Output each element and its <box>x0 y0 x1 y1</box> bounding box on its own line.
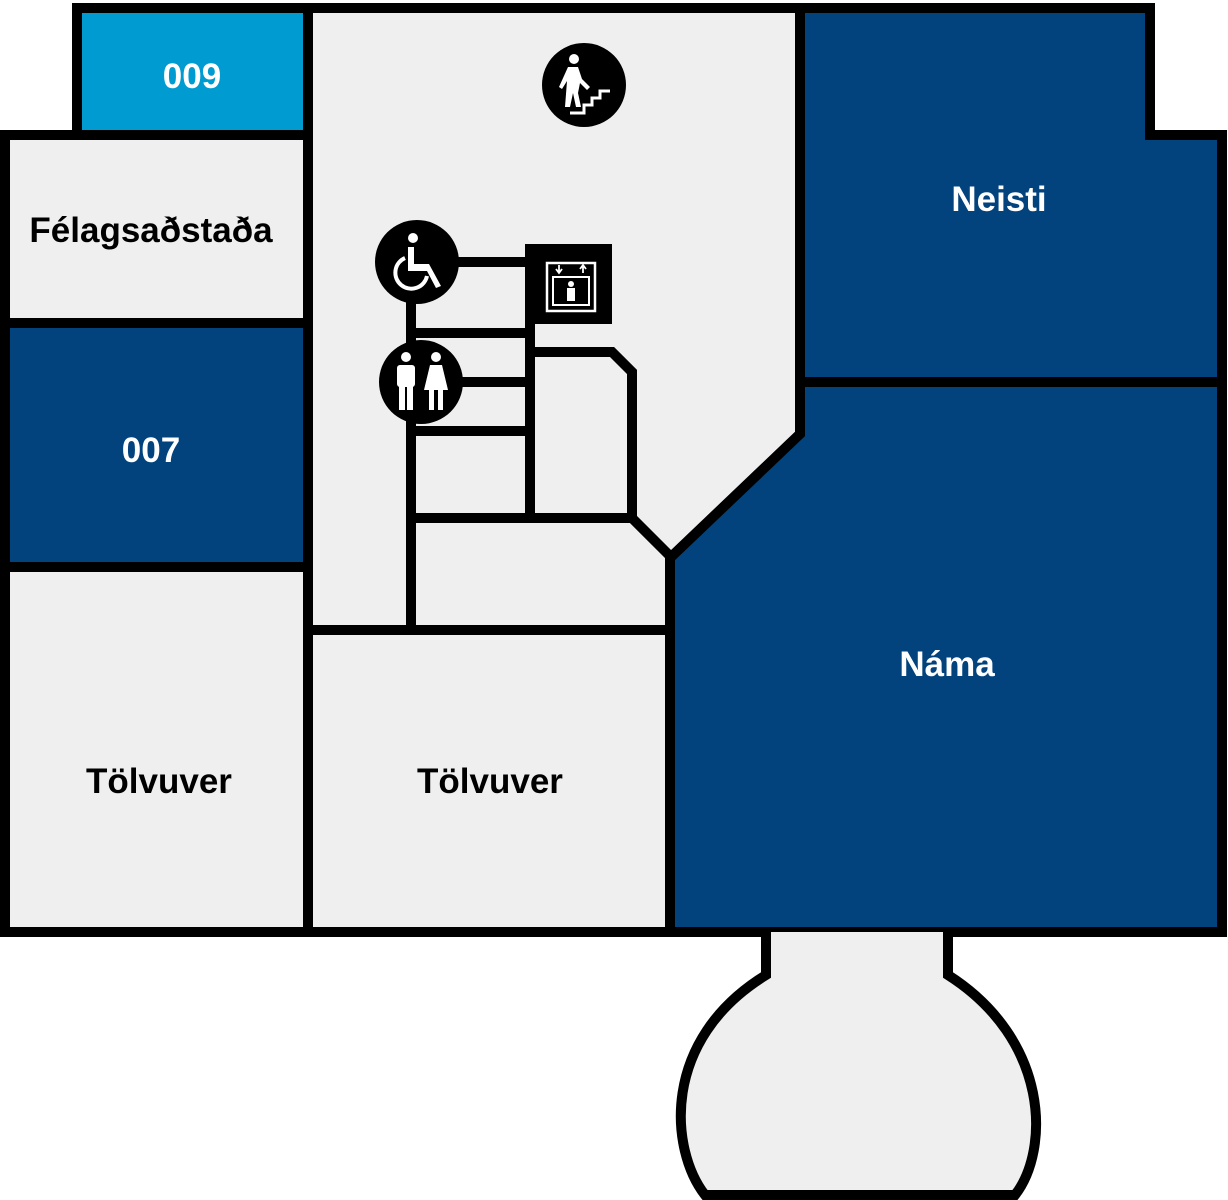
room-label-nama: Náma <box>899 645 995 684</box>
room-label-neisti: Neisti <box>951 180 1046 219</box>
room-label-tolvuver-left: Tölvuver <box>86 762 232 801</box>
room-tolvuver-middle[interactable] <box>303 625 675 937</box>
room-009[interactable] <box>72 3 313 140</box>
elevator-icon[interactable] <box>545 261 597 313</box>
room-tolvuver-left[interactable] <box>0 562 313 937</box>
room-label-009: 009 <box>163 57 221 96</box>
room-nama[interactable] <box>665 377 1227 937</box>
wheelchair-icon[interactable] <box>375 220 459 304</box>
room-007[interactable] <box>0 318 313 572</box>
restroom-icon[interactable] <box>379 340 463 424</box>
entrance-lobby[interactable] <box>675 932 1042 1200</box>
room-label-007: 007 <box>122 431 180 470</box>
room-label-tolvuver-middle: Tölvuver <box>417 762 563 801</box>
stairs-icon[interactable] <box>542 43 626 127</box>
room-label-felagsadstada: Félagsaðstaða <box>29 211 273 250</box>
